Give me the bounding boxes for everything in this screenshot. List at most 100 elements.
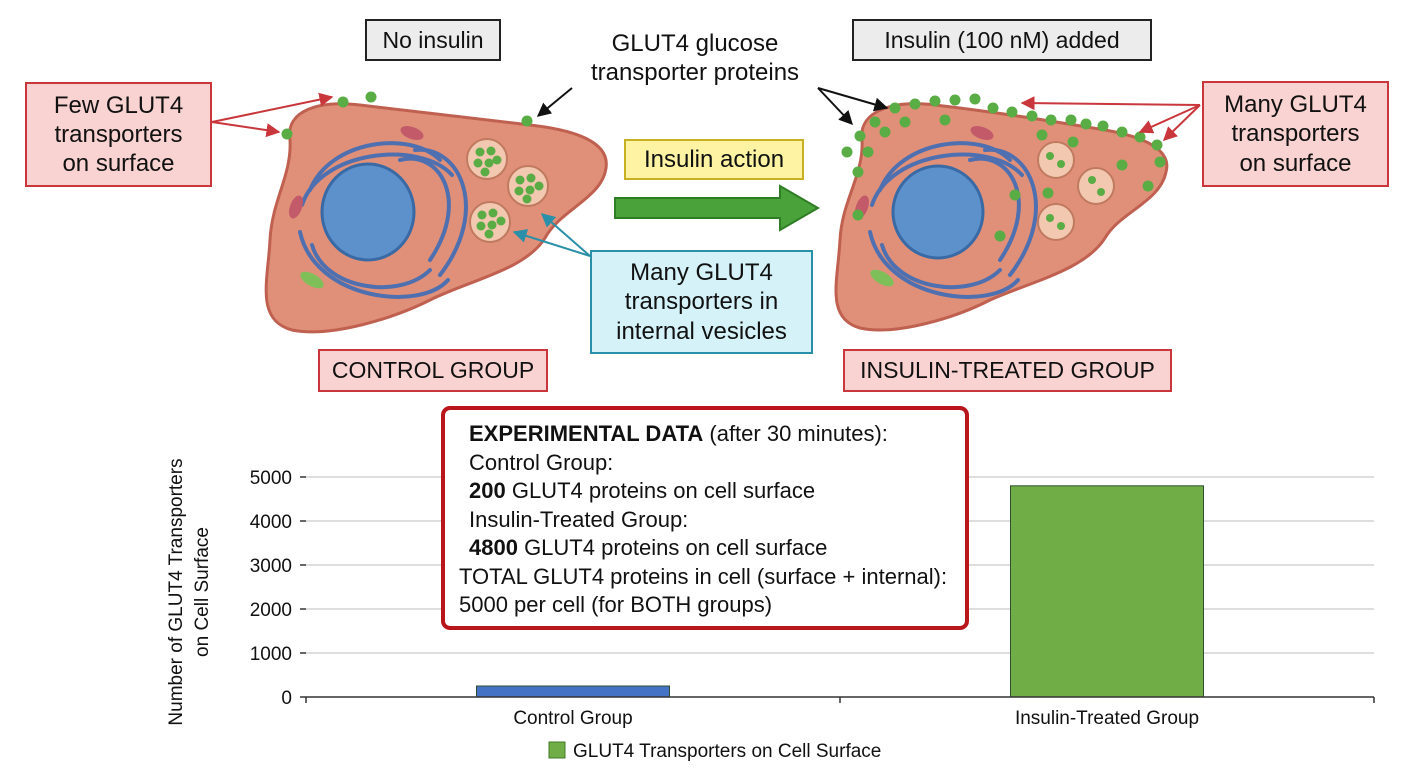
data-total-label: TOTAL GLUT4 proteins in cell (surface + … [459, 563, 948, 589]
pointer-arrow [1162, 104, 1201, 141]
pointer-arrow [1020, 96, 1201, 111]
surface-glut4-dot [841, 146, 853, 158]
data-insulin-text: GLUT4 proteins on cell surface [517, 535, 828, 560]
data-control-line: 200 GLUT4 proteins on cell surface [459, 477, 951, 506]
control-er [298, 141, 468, 299]
insulin-surface-glut4 [841, 93, 1166, 242]
x-tick-label: Control Group [513, 708, 632, 729]
surface-glut4-dot [1116, 126, 1128, 138]
bar [1010, 485, 1204, 698]
data-control-value: 200 [469, 478, 506, 503]
surface-glut4-dot [1042, 187, 1054, 199]
insulin-vesicle [1077, 167, 1115, 205]
insulin-nucleus [891, 164, 985, 260]
data-insulin-line: 4800 GLUT4 proteins on cell surface [459, 534, 951, 563]
surface-glut4-dot [969, 93, 981, 105]
surface-glut4-dot [879, 126, 891, 138]
surface-glut4-dot [929, 95, 941, 107]
control-vesicle [507, 165, 549, 207]
surface-glut4-dot [862, 146, 874, 158]
pointer-arrow [211, 92, 334, 123]
insulin-mitochondrion [870, 269, 894, 287]
experimental-data-box: EXPERIMENTAL DATA (after 30 minutes): Co… [441, 406, 969, 630]
y-tick-label: 4000 [250, 512, 292, 533]
y-tick-label: 2000 [250, 600, 292, 621]
glut4-proteins-label: GLUT4 glucose transporter proteins [590, 30, 800, 86]
insulin-action-arrow [614, 184, 820, 232]
surface-glut4-dot [1006, 106, 1018, 118]
legend-label: GLUT4 Transporters on Cell Surface [573, 741, 881, 762]
surface-glut4-dot [987, 102, 999, 114]
surface-glut4-dot [1134, 131, 1146, 143]
surface-glut4-dot [1151, 139, 1163, 151]
few-surface-label: Few GLUT4 transporters on surface [25, 82, 212, 187]
y-tick-label: 1000 [250, 644, 292, 665]
insulin-mitochondrion [970, 126, 994, 140]
surface-glut4-dot [521, 115, 533, 127]
data-control-label: Control Group: [469, 449, 614, 475]
legend-swatch [548, 741, 566, 759]
surface-glut4-dot [1080, 118, 1092, 130]
surface-glut4-dot [1097, 120, 1109, 132]
insulin-er [868, 141, 1038, 299]
control-mitochondrion [400, 126, 424, 140]
data-control-text: GLUT4 proteins on cell surface [505, 478, 816, 503]
bars [476, 485, 1204, 698]
surface-glut4-dot [869, 116, 881, 128]
surface-glut4-dot [281, 128, 293, 140]
pointer-arrow [817, 87, 889, 112]
surface-glut4-dot [1065, 114, 1077, 126]
surface-glut4-dot [1142, 180, 1154, 192]
data-heading-rest: (after 30 minutes): [703, 421, 888, 446]
surface-glut4-dot [994, 230, 1006, 242]
pointer-arrow [540, 213, 591, 257]
surface-glut4-dot [852, 166, 864, 178]
control-vesicle [469, 201, 511, 243]
y-tick-label: 0 [281, 688, 292, 709]
control-cell [264, 91, 608, 334]
insulin-action-label: Insulin action [624, 139, 804, 180]
surface-glut4-dot [1154, 156, 1166, 168]
surface-glut4-dot [889, 102, 901, 114]
pointer-arrow [1138, 104, 1201, 134]
control-vesicle [466, 138, 508, 180]
y-axis-label-line: on Cell Surface [192, 527, 213, 657]
data-heading: EXPERIMENTAL DATA (after 30 minutes): [459, 420, 951, 449]
no-insulin-label: No insulin [365, 19, 501, 61]
insulin-group-label: INSULIN-TREATED GROUP [843, 349, 1172, 392]
surface-glut4-dot [1036, 129, 1048, 141]
control-mitochondrion [289, 195, 303, 219]
pointer-arrow [512, 229, 591, 257]
insulin-added-label: Insulin (100 nM) added [852, 19, 1152, 61]
surface-glut4-dot [1045, 114, 1057, 126]
surface-glut4-dot [337, 96, 349, 108]
insulin-vesicle [1037, 203, 1075, 241]
control-mitochondrion [300, 271, 324, 289]
control-nucleus [320, 162, 416, 262]
insulin-vesicle [1037, 141, 1075, 179]
surface-glut4-dot [939, 114, 951, 126]
surface-glut4-dot [1026, 110, 1038, 122]
vesicles-label: Many GLUT4 transporters in internal vesi… [590, 250, 813, 354]
cell-diagram-svg [211, 87, 1201, 334]
surface-glut4-dot [949, 94, 961, 106]
surface-glut4-dot [1067, 136, 1079, 148]
x-tick-labels: Control Group Insulin-Treated Group [513, 708, 1199, 729]
surface-glut4-dot [899, 116, 911, 128]
pointer-arrow [211, 121, 281, 138]
many-surface-label: Many GLUT4 transporters on surface [1202, 81, 1389, 187]
y-tick-label: 5000 [250, 468, 292, 489]
insulin-cell [834, 93, 1169, 332]
control-group-label: CONTROL GROUP [318, 349, 548, 392]
data-insulin-label: Insulin-Treated Group: [469, 506, 689, 532]
pointer-arrow [536, 87, 573, 117]
surface-glut4-dot [365, 91, 377, 103]
surface-glut4-dot [1116, 159, 1128, 171]
data-insulin-value: 4800 [469, 535, 518, 560]
data-heading-bold: EXPERIMENTAL DATA [469, 421, 704, 446]
x-tick-label: Insulin-Treated Group [1015, 708, 1199, 729]
data-total-text: 5000 per cell (for BOTH groups) [459, 592, 773, 617]
